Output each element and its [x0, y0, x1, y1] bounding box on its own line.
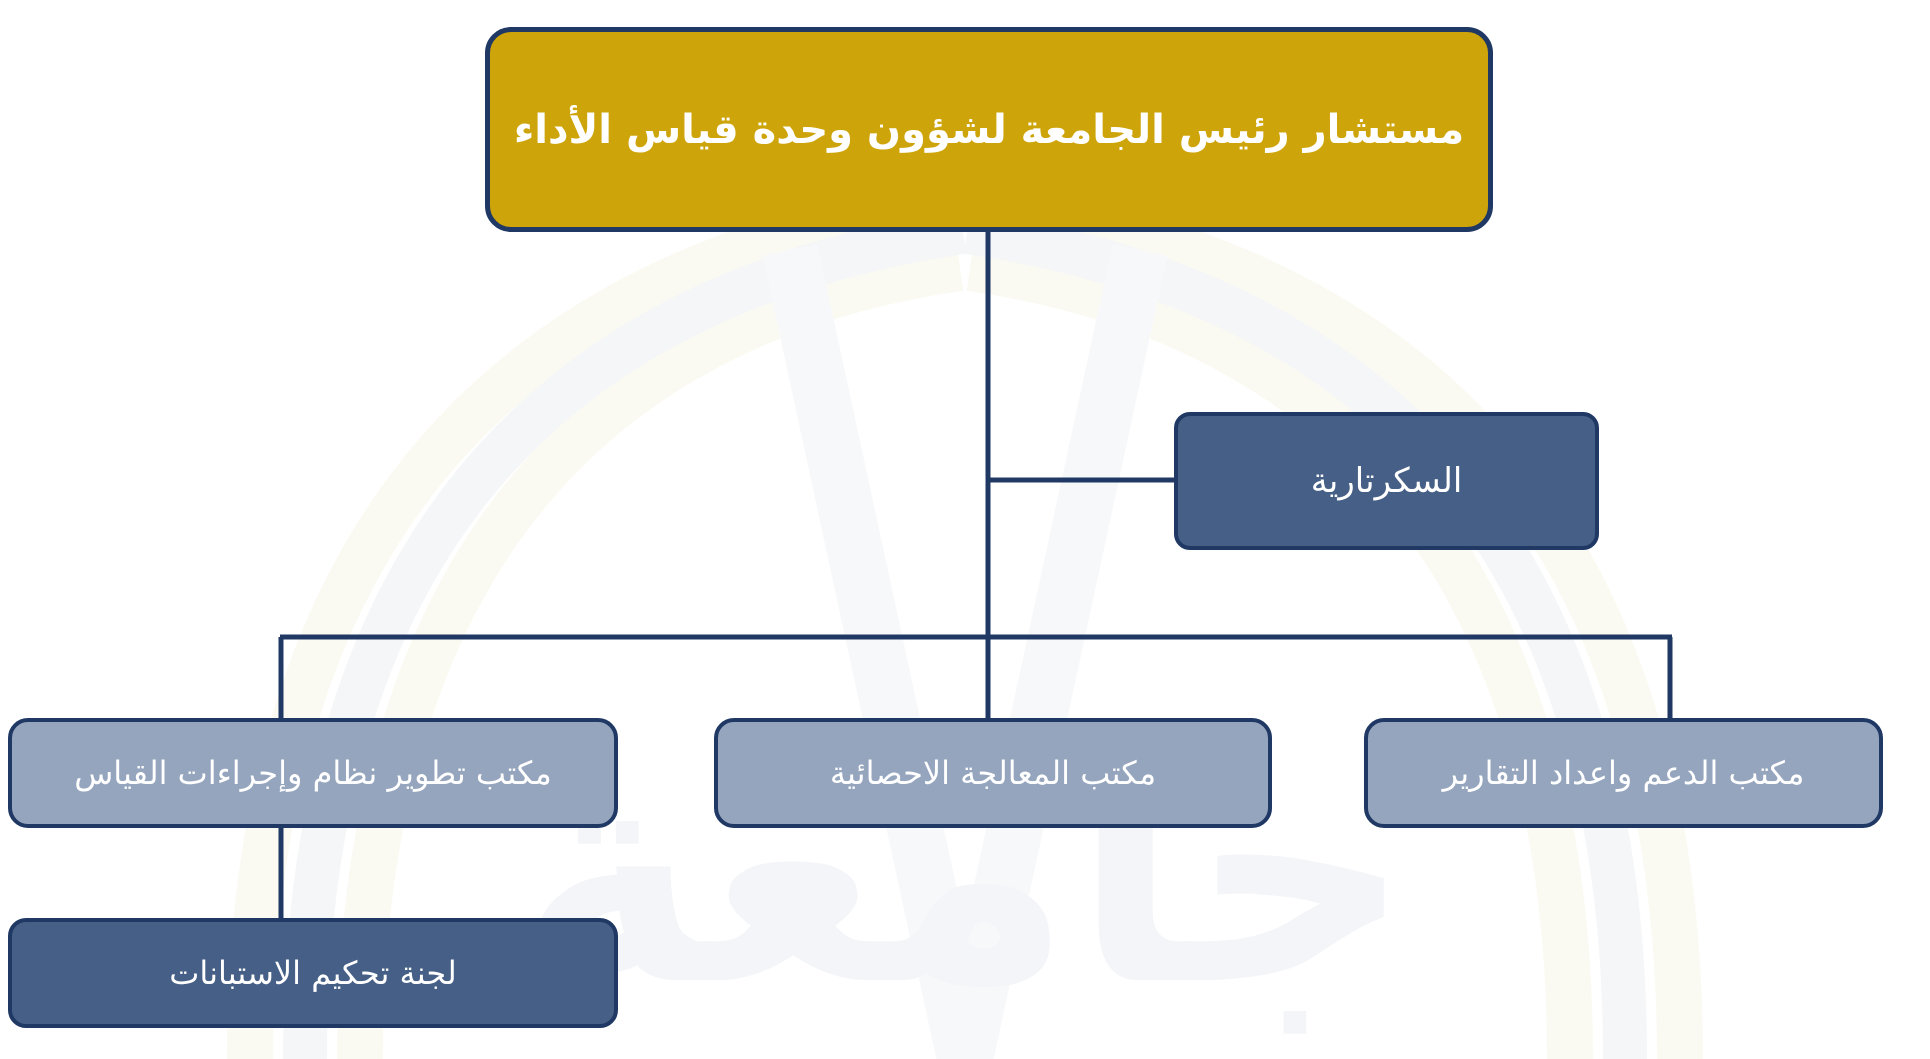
node-office-statistical-processing[interactable]: مكتب المعالجة الاحصائية: [714, 718, 1272, 828]
node-questionnaire-arbitration-committee[interactable]: لجنة تحكيم الاستبانات: [8, 918, 618, 1028]
node-office-support-and-reports[interactable]: مكتب الدعم واعداد التقارير: [1364, 718, 1883, 828]
node-office-measurement-system-development[interactable]: مكتب تطوير نظام وإجراءات القياس: [8, 718, 618, 828]
node-secretariat[interactable]: السكرتارية: [1174, 412, 1599, 550]
node-dept-2-label: مكتب تطوير نظام وإجراءات القياس: [74, 754, 552, 792]
node-secretariat-label: السكرتارية: [1310, 460, 1463, 501]
node-advisor-performance-measurement-unit[interactable]: مستشار رئيس الجامعة لشؤون وحدة قياس الأد…: [485, 27, 1493, 232]
node-root-label: مستشار رئيس الجامعة لشؤون وحدة قياس الأد…: [513, 106, 1465, 153]
node-dept-0-label: مكتب الدعم واعداد التقارير: [1442, 754, 1805, 792]
node-committee-label: لجنة تحكيم الاستبانات: [169, 954, 457, 992]
node-dept-1-label: مكتب المعالجة الاحصائية: [829, 754, 1157, 792]
